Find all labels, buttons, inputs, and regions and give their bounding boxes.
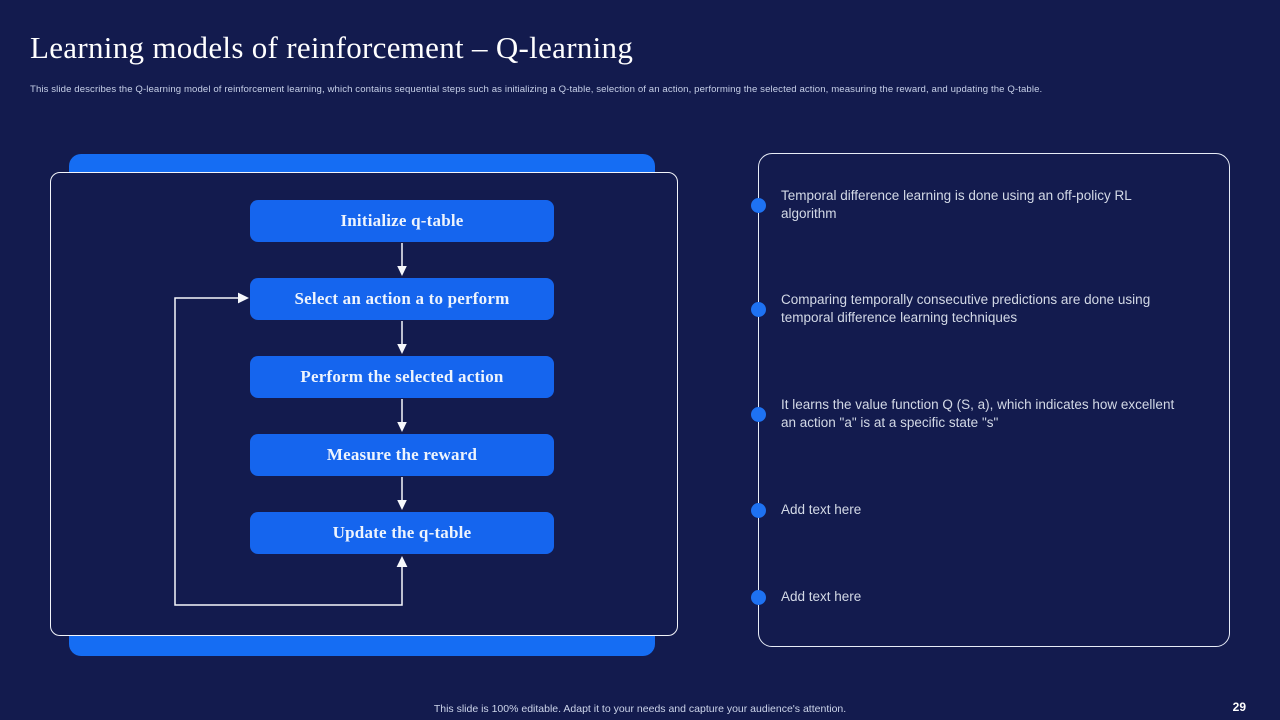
info-item-text: It learns the value function Q (S, a), w…	[781, 397, 1175, 430]
info-item-text: Comparing temporally consecutive predict…	[781, 292, 1151, 325]
flow-step-select-action[interactable]: Select an action a to perform	[250, 278, 554, 320]
info-item-comparing-predictions[interactable]: Comparing temporally consecutive predict…	[751, 291, 1181, 327]
info-item-text: Add text here	[781, 502, 862, 517]
bullet-dot-icon	[751, 502, 766, 518]
flow-step-initialize-q-table[interactable]: Initialize q-table	[250, 200, 554, 242]
info-item-text: Add text here	[781, 589, 862, 604]
info-item-add-text-2[interactable]: Add text here	[751, 588, 1181, 606]
info-item-text: Temporal difference learning is done usi…	[781, 188, 1132, 221]
flow-step-label: Update the q-table	[332, 523, 472, 542]
slide-subtitle: This slide describes the Q-learning mode…	[30, 84, 1043, 95]
bullet-dot-icon	[751, 589, 766, 605]
info-panel-frame	[758, 153, 1230, 647]
info-item-temporal-difference[interactable]: Temporal difference learning is done usi…	[751, 187, 1181, 223]
bullet-dot-icon	[751, 406, 766, 422]
flow-step-label: Initialize q-table	[340, 211, 464, 230]
bullet-dot-icon	[751, 301, 766, 317]
page-number: 29	[1232, 700, 1246, 714]
footer-note: This slide is 100% editable. Adapt it to…	[433, 703, 847, 715]
flow-step-measure-reward[interactable]: Measure the reward	[250, 434, 554, 476]
flow-step-label: Measure the reward	[326, 445, 478, 464]
slide-title: Learning models of reinforcement – Q-lea…	[30, 30, 634, 65]
flow-step-label: Perform the selected action	[300, 367, 504, 386]
flow-step-perform-action[interactable]: Perform the selected action	[250, 356, 554, 398]
bullet-dot-icon	[751, 197, 766, 213]
info-item-add-text-1[interactable]: Add text here	[751, 501, 1181, 519]
flow-step-label: Select an action a to perform	[294, 289, 510, 308]
flow-step-update-q-table[interactable]: Update the q-table	[250, 512, 554, 554]
info-item-value-function[interactable]: It learns the value function Q (S, a), w…	[751, 396, 1181, 432]
